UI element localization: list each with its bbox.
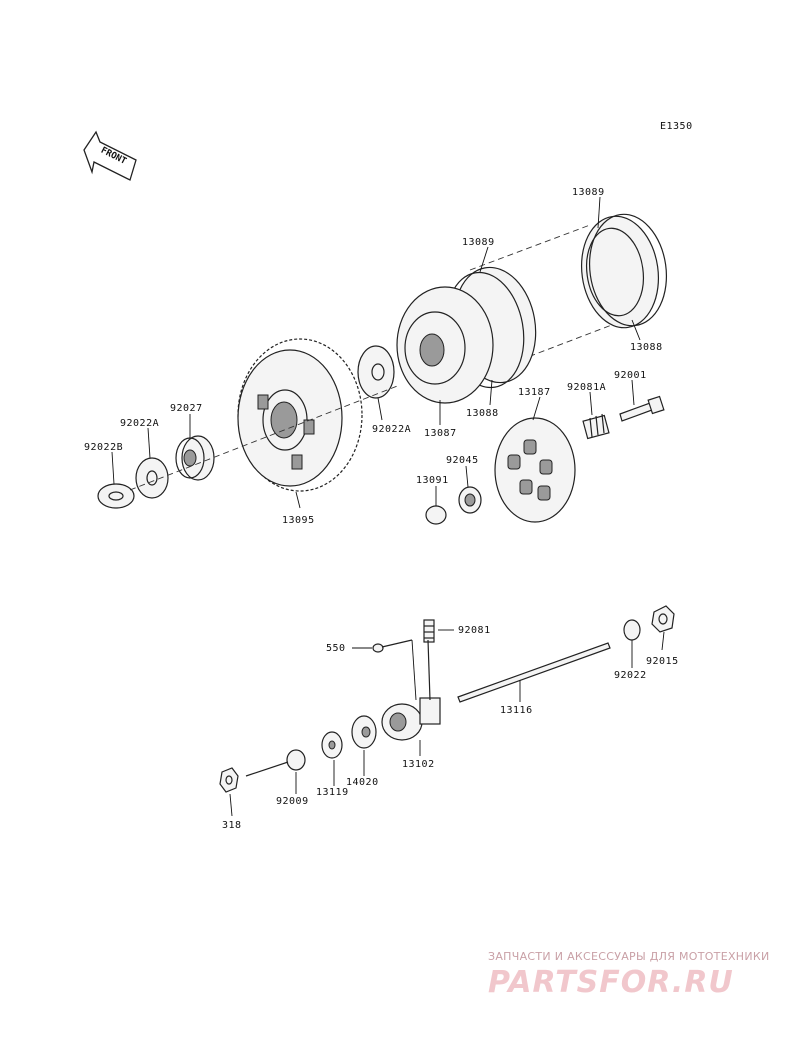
pushrod-13116 <box>457 642 611 703</box>
label-13116: 13116 <box>500 705 533 716</box>
watermark-subtitle: ЗАПЧАСТИ И АКСЕССУАРЫ ДЛЯ МОТОТЕХНИКИ <box>488 950 770 963</box>
washer-92022B <box>97 483 135 509</box>
washer-13119 <box>321 731 343 759</box>
label-92081A: 92081A <box>567 382 606 393</box>
washer-92022A-mid <box>357 345 395 399</box>
front-arrow-icon: FRONT <box>83 130 137 181</box>
label-13089-top: 13089 <box>572 187 605 198</box>
leader-lines <box>111 196 665 817</box>
spring-92081A <box>582 413 610 440</box>
label-14020: 14020 <box>346 777 379 788</box>
washer-92022-right <box>623 619 641 641</box>
cap-13091 <box>425 505 447 525</box>
friction-plate-13089 <box>580 213 668 329</box>
label-318: 318 <box>222 820 242 831</box>
plate-14020 <box>351 715 377 749</box>
label-92022-right: 92022 <box>614 670 647 681</box>
watermark-logo: PARTSFOR.RU <box>488 965 734 1000</box>
label-92045: 92045 <box>446 455 479 466</box>
gear-13095 <box>237 338 363 492</box>
label-92027: 92027 <box>170 403 203 414</box>
label-13088-mid: 13088 <box>466 408 499 419</box>
label-550: 550 <box>326 643 346 654</box>
bearing-92045 <box>458 486 482 514</box>
label-13102: 13102 <box>402 759 435 770</box>
label-13119: 13119 <box>316 787 349 798</box>
label-92081: 92081 <box>458 625 491 636</box>
label-92022B: 92022B <box>84 442 123 453</box>
bolt-92009 <box>245 749 306 777</box>
bolt-92001 <box>619 395 665 422</box>
pin-550 <box>372 639 417 701</box>
pressure-plate-13187 <box>494 417 576 523</box>
label-92022A-mid: 92022A <box>372 424 411 435</box>
lever-13102 <box>381 639 441 741</box>
washer-92022A-left <box>135 457 169 499</box>
label-13095: 13095 <box>282 515 315 526</box>
collar-92027 <box>175 435 215 481</box>
label-92022A-left: 92022A <box>120 418 159 429</box>
label-13089-mid: 13089 <box>462 237 495 248</box>
label-92001: 92001 <box>614 370 647 381</box>
label-13087: 13087 <box>424 428 457 439</box>
label-13091: 13091 <box>416 475 449 486</box>
clutch-hub-13087 <box>396 266 537 404</box>
label-13187: 13187 <box>518 387 551 398</box>
label-92015: 92015 <box>646 656 679 667</box>
label-92009: 92009 <box>276 796 309 807</box>
label-13088-right: 13088 <box>630 342 663 353</box>
nut-92015 <box>651 605 675 633</box>
diagram-code: E1350 <box>660 121 693 132</box>
spring-92081 <box>423 619 435 643</box>
nut-318 <box>219 767 239 793</box>
